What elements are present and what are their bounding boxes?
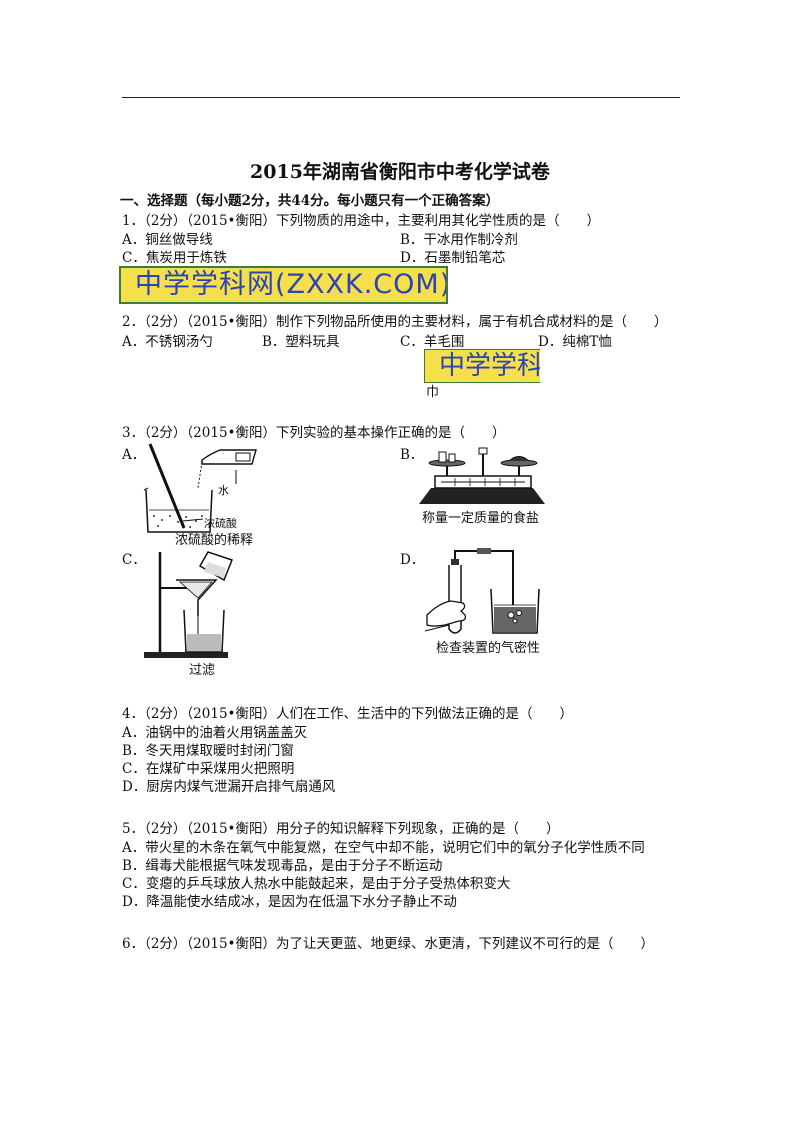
q1-stem: 1．（2分）（2015•衡阳）下列物质的用途中，主要利用其化学性质的是（ ） [122, 213, 600, 229]
q5-option-b: B．缉毒犬能根据气味发现毒品，是由于分子不断运动 [122, 858, 443, 874]
watermark-text: 中学学科网(ZXXK.COM) [135, 269, 448, 300]
q3-stem: 3．（2分）（2015•衡阳）下列实验的基本操作正确的是（ ） [122, 425, 506, 441]
q1-option-a: A．铜丝做导线 [122, 232, 213, 248]
label-water: 水 [218, 484, 229, 497]
q3-caption-a: 浓硫酸的稀释 [175, 533, 254, 548]
watermark-logo: 中学学科网(ZXXK.COM) [119, 266, 448, 304]
q6-stem: 6．（2分）（2015•衡阳）为了让天更蓝、地更绿、水更清，下列建议不可行的是（… [122, 936, 654, 952]
q3-caption-b: 称量一定质量的食盐 [422, 511, 540, 526]
airtightness-figure [424, 548, 540, 634]
q5-option-c: C．变瘪的乒乓球放人热水中能鼓起来，是由于分子受热体积变大 [122, 876, 511, 892]
q4-option-d: D．厨房内煤气泄漏开启排气扇通风 [122, 779, 336, 795]
q2-stem: 2．（2分）（2015•衡阳）制作下列物品所使用的主要材料，属于有机合成材料的是… [122, 314, 668, 330]
q1-option-c: C．焦炭用于炼铁 [122, 250, 227, 266]
q2-option-a: A．不锈钢汤勺 [122, 334, 213, 350]
balance-figure [419, 447, 545, 504]
q2-option-b: B．塑料玩具 [262, 334, 340, 350]
q3-caption-c: 过滤 [189, 663, 216, 678]
watermark-logo-small: 中学学科 [424, 349, 540, 383]
watermark-text-small: 中学学科 [439, 351, 540, 381]
q3-option-c-letter: C． [122, 552, 146, 568]
q5-option-d: D．降温能使水结成冰，是因为在低温下水分子静止不动 [122, 894, 457, 910]
q3-option-b-letter: B． [400, 447, 424, 463]
q4-stem: 4．（2分）（2015•衡阳）人们在工作、生活中的下列做法正确的是（ ） [122, 706, 573, 722]
q2-option-c: C．羊毛围 [400, 334, 465, 350]
q1-option-b: B．干冰用作制冷剂 [400, 232, 518, 248]
q3-option-a-letter: A． [122, 447, 146, 463]
label-concentrated-acid: 浓硫酸 [204, 517, 237, 530]
section-heading: 一、选择题（每小题2分，共44分。每小题只有一个正确答案） [120, 193, 500, 209]
filtration-figure [144, 551, 233, 658]
acid-label-pointer [182, 518, 204, 522]
q2-option-d: D．纯棉T恤 [538, 334, 612, 350]
header-rule [122, 97, 680, 98]
q3-caption-d: 检查装置的气密性 [436, 641, 541, 656]
q4-option-a: A．油锅中的油着火用锅盖盖灭 [122, 725, 308, 741]
q3-option-d-letter: D． [400, 552, 425, 568]
q4-option-b: B．冬天用煤取暖时封闭门窗 [122, 743, 294, 759]
q4-option-c: C．在煤矿中采煤用火把照明 [122, 761, 295, 777]
q2-option-c-continued: 巾 [426, 385, 440, 400]
q5-stem: 5．（2分）（2015•衡阳）用分子的知识解释下列现象，正确的是（ ） [122, 821, 560, 837]
q5-option-a: A．带火星的木条在氧气中能复燃，在空气中却不能，说明它们中的氧分子化学性质不同 [122, 840, 645, 856]
q1-option-d: D．石墨制铅笔芯 [400, 250, 506, 266]
acid-dilution-figure [143, 443, 257, 533]
page-title: 2015年湖南省衡阳市中考化学试卷 [250, 161, 550, 183]
